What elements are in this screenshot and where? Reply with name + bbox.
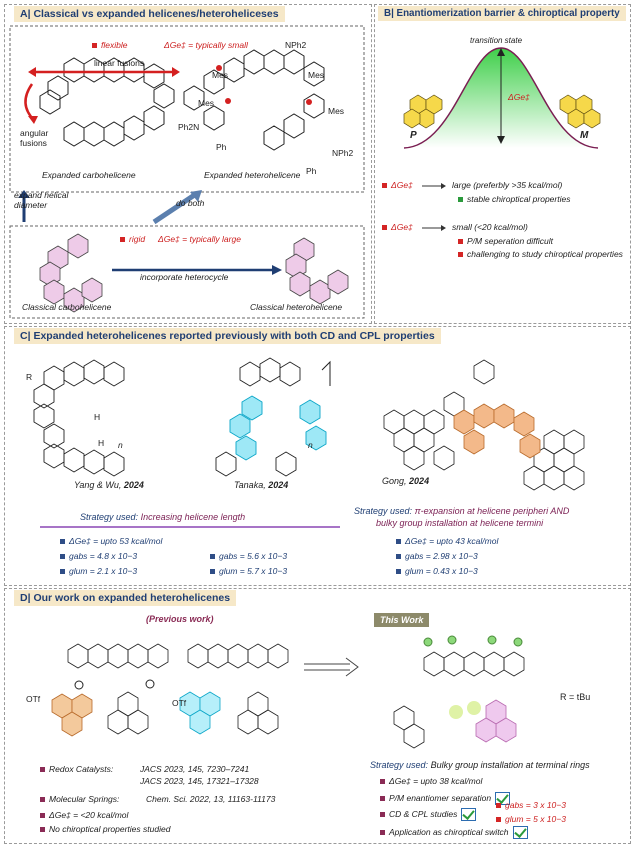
row1-bullet: stable chiroptical properties [467, 194, 571, 204]
yang-ref: Yang & Wu, [74, 480, 122, 490]
panel-b [374, 4, 631, 324]
dg-new: ΔGe‡ = upto 38 kcal/mol [389, 776, 483, 786]
dg-large-label: ΔGe‡ = typically large [158, 234, 241, 244]
linear-fusions-label: linear fusions [94, 58, 145, 68]
otf-2: OTf [172, 698, 187, 708]
strategy-d-label: Strategy used: [370, 760, 429, 770]
pm-separation: P/M enantiomer separation [389, 792, 492, 803]
row1-dg: ΔGe‡ [391, 180, 413, 190]
gong-year: 2024 [409, 476, 430, 486]
panel-c-header: C| Expanded heterohelicenes reported pre… [14, 328, 441, 344]
switch-check-icon [512, 826, 528, 839]
ph-2: Ph [306, 166, 317, 176]
energy-barrier-plot [403, 47, 601, 149]
mes-2: Mes [308, 70, 325, 80]
jacs-1: JACS 2023, 145, 7230–7241 [140, 764, 250, 774]
rigid-label: rigid [129, 234, 146, 244]
panel-a-graphics [9, 25, 365, 319]
strategy1-text: Increasing helicene length [140, 512, 246, 522]
cdcpl-check-icon [461, 808, 477, 821]
panel-d-structures [51, 635, 525, 749]
c-H-1: H [94, 412, 101, 422]
glum-new: glum = 5 x 10−3 [505, 814, 566, 824]
flexible-label: flexible [101, 40, 128, 50]
cd-cpl: CD & CPL studies [389, 808, 458, 819]
panel-a-header: A| Classical vs expanded helicenes/heter… [14, 6, 285, 22]
strategy2-text-b: bulky group installation at helicene ter… [376, 518, 544, 528]
separation-check-icon [495, 792, 511, 805]
mes-3: Mes [198, 98, 215, 108]
do-both-label: do both [176, 198, 205, 208]
panel-d-header: D| Our work on expanded heterohelicenes [14, 590, 237, 606]
r-tbu-label: R = tBu [560, 692, 591, 702]
jacs-2: JACS 2023, 145, 17321–17328 [140, 776, 259, 786]
mes-1: Mes [212, 70, 229, 80]
row2-text: small (<20 kcal/mol) [452, 222, 528, 232]
c-R-1: R [26, 372, 33, 382]
no-chiroptical: No chiroptical properties studied [49, 824, 171, 834]
tanaka-year: 2024 [268, 480, 289, 490]
dg-small-label: ΔGe‡ = typically small [164, 40, 248, 50]
arrow-glyphs [422, 183, 446, 231]
expanded-carbo-caption: Expanded carbohelicene [42, 170, 136, 180]
c2-gabs: gabs = 5.6 x 10−3 [219, 551, 288, 561]
yang-year: 2024 [123, 480, 144, 490]
panel-c-structures [33, 357, 585, 491]
P-label: P [410, 130, 417, 141]
mes-4: Mes [328, 106, 345, 116]
transition-state-label: transition state [470, 36, 523, 45]
c3-gabs: gabs = 2.98 x 10−3 [405, 551, 478, 561]
expand-diameter-label: expand helical diameter [14, 190, 69, 210]
redox-label: Redox Catalysts: [49, 764, 114, 774]
ph-1: Ph [216, 142, 227, 152]
panel-a [4, 4, 372, 324]
row1-text: large (preferbly >35 kcal/mol) [452, 180, 563, 190]
c2-glum: glum = 5.7 x 10−3 [219, 566, 288, 576]
this-work-badge: This Work [374, 613, 430, 627]
gong-ref: Gong, [382, 476, 407, 486]
c-n-2: n [308, 440, 313, 450]
M-label: M [580, 130, 589, 141]
c1-dg: ΔGe‡ = upto 53 kcal/mol [69, 536, 163, 546]
gabs-new: gabs = 3 x 10−3 [505, 800, 566, 810]
tanaka-ref: Tanaka, [234, 480, 266, 490]
nph2-top-label: NPh2 [285, 40, 307, 50]
incorporate-label: incorporate heterocycle [140, 272, 229, 282]
strategy1-underline [40, 526, 340, 528]
panel-c [4, 326, 631, 586]
strategy1-label: Strategy used: [80, 512, 139, 522]
springs-label: Molecular Springs: [49, 794, 120, 804]
chiroptical-switch: Application as chiroptical switch [389, 826, 509, 837]
chemsci-ref: Chem. Sci. 2022, 13, 11163-11173 [146, 794, 276, 804]
c1-glum: glum = 2.1 x 10−3 [69, 566, 138, 576]
ph2n-label: Ph2N [178, 122, 200, 132]
c3-dg: ΔGe‡ = upto 43 kcal/mol [405, 536, 499, 546]
strategy-d-text: Bulky group installation at terminal rin… [430, 760, 590, 770]
row2-bullet-2: challenging to study chiroptical propert… [467, 249, 623, 259]
barrier-dg-label: ΔGe‡ [508, 92, 530, 102]
strategy2-text-a: π-expansion at helicene peripheri AND [414, 506, 570, 516]
classical-carbo-caption: Classical carbohelicene [22, 302, 112, 312]
panel-b-header: B| Enantiomerization barrier & chiroptic… [378, 6, 626, 21]
classical-hetero-caption: Classical heterohelicene [250, 302, 343, 312]
otf-1: OTf [26, 694, 41, 704]
previous-work-label: (Previous work) [146, 614, 214, 624]
row2-bullet-1: P/M seperation difficult [467, 236, 553, 246]
strategy2-label: Strategy used: [354, 506, 413, 516]
c3-glum: glum = 0.43 x 10−3 [405, 566, 478, 576]
nph2-right-label: NPh2 [332, 148, 354, 158]
c-H-2: H [98, 438, 105, 448]
row2-dg: ΔGe‡ [391, 222, 413, 232]
expanded-hetero-caption: Expanded heterohelicene [204, 170, 301, 180]
panel-d [4, 588, 631, 844]
angular-fusions-label: angular fusions [20, 128, 49, 148]
dg-prev: ΔGe‡ = <20 kcal/mol [49, 810, 129, 820]
c1-gabs: gabs = 4.8 x 10−3 [69, 551, 138, 561]
c-n-1: n [118, 440, 123, 450]
